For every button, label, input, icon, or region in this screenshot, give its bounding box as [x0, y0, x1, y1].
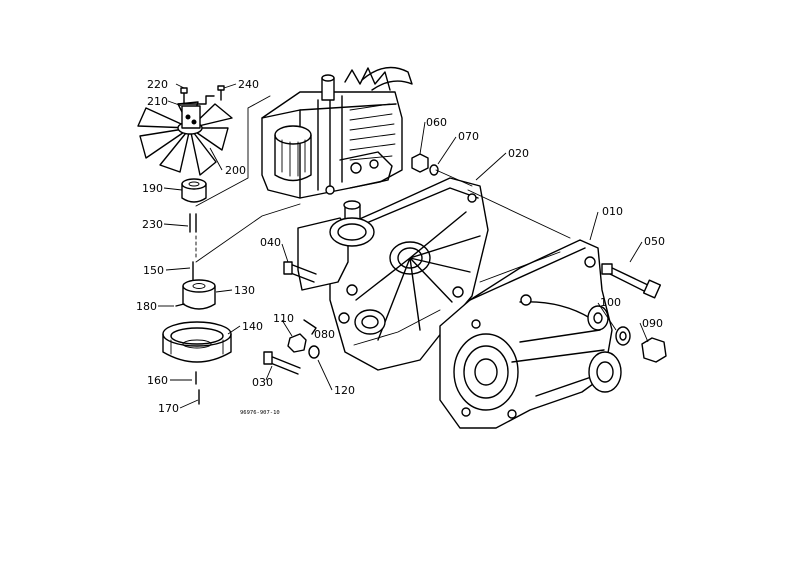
callout-120: 120	[334, 384, 355, 397]
callout-160: 160	[147, 374, 168, 387]
callout-060: 060	[426, 116, 447, 129]
callout-110: 110	[273, 312, 294, 325]
callout-070: 070	[458, 130, 479, 143]
callout-040: 040	[260, 236, 281, 249]
input-pulley	[162, 261, 232, 405]
callout-030: 030	[252, 376, 273, 389]
callout-170: 170	[158, 402, 179, 415]
callout-090: 090	[642, 317, 663, 330]
callout-220: 220	[147, 78, 168, 91]
fan-hub	[181, 178, 207, 233]
cooling-fan	[137, 85, 233, 176]
callout-080: 080	[314, 328, 335, 341]
reference-code: 96976-907-10	[240, 410, 280, 416]
callout-020: 020	[508, 147, 529, 160]
callout-100: 100	[600, 296, 621, 309]
leader-lines	[158, 83, 649, 409]
hydrostatic-unit	[261, 66, 413, 199]
callout-230: 230	[142, 218, 163, 231]
callout-240: 240	[238, 78, 259, 91]
callout-130: 130	[234, 284, 255, 297]
callout-200: 200	[225, 164, 246, 177]
callout-050: 050	[644, 235, 665, 248]
small-hardware	[263, 153, 667, 375]
callout-labels: 220 240 210 200 190 230 150 130 180 140 …	[136, 78, 665, 416]
callout-140: 140	[242, 320, 263, 333]
callout-190: 190	[142, 182, 163, 195]
callout-010: 010	[602, 205, 623, 218]
callout-150: 150	[143, 264, 164, 277]
callout-210: 210	[147, 95, 168, 108]
axle-housing	[439, 239, 622, 429]
callout-180: 180	[136, 300, 157, 313]
assembly-lines	[195, 95, 571, 283]
